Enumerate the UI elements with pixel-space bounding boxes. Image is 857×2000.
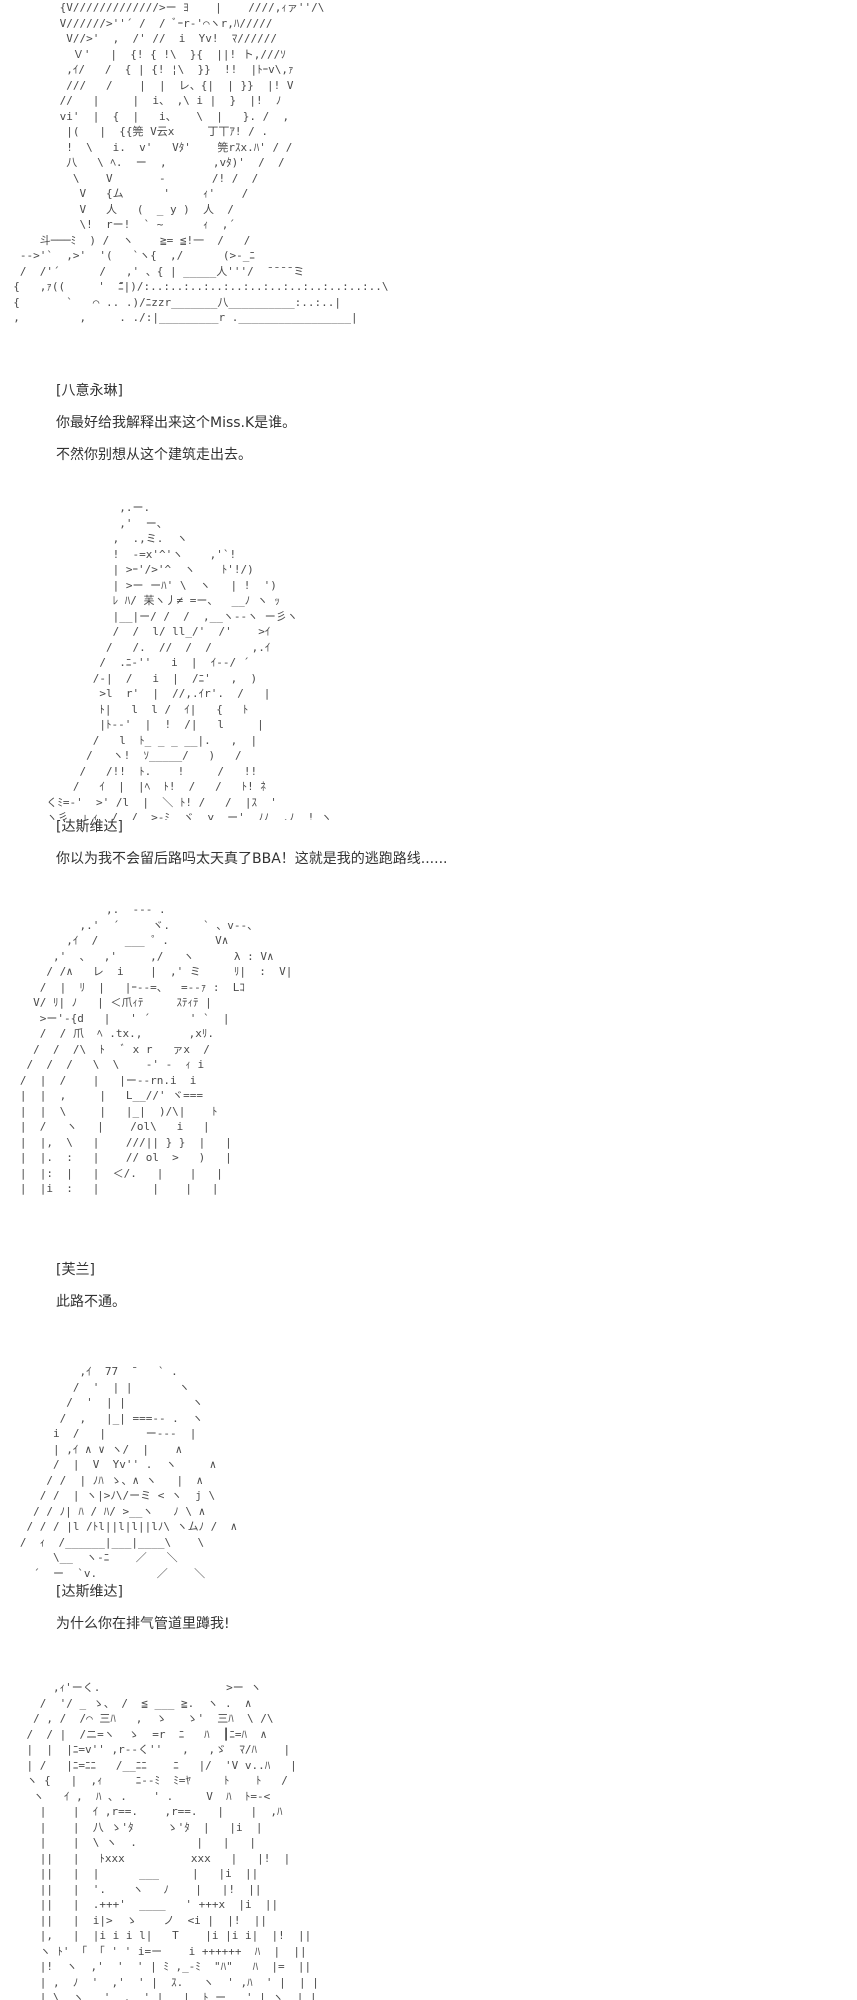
speaker-label: [达斯维达] — [56, 819, 123, 835]
dialogue-line: 你最好给我解释出来这个Miss.K是谁。 — [56, 415, 297, 431]
ascii-art-dasweida-1: ,.ー. ,' ー、 , .,ミ. ヽ ! -=x'^'ヽ ,'`! | >ｰ'… — [46, 501, 332, 820]
ascii-art-yagokoro-eirin: {V/////////////>ー ﾖ | ////,ｨァ''/\ V/////… — [13, 1, 389, 324]
dialogue-block-3: [芙兰] 此路不通。 — [56, 1259, 836, 1323]
dialogue-line: 为什么你在排气管道里蹲我! — [56, 1616, 230, 1632]
dialogue-block-4: [达斯维达] 为什么你在排气管道里蹲我! — [56, 1581, 836, 1645]
ascii-art-dasweida-2: ,ｲ 77 ̄ ` . / ' | | ヽ / ' | | ヽ / , |_| … — [19, 1365, 238, 1580]
dialogue-line: 你以为我不会留后路吗太天真了BBA！这就是我的逃跑路线...... — [56, 851, 448, 867]
ascii-art-flandre: ,. --- . ,.' ´ ヾ. ` 、v--、 ,ｲ / ___ ゜. V∧… — [19, 903, 293, 1195]
dialogue-line: 此路不通。 — [56, 1294, 126, 1310]
ascii-art-last: ,ｨ'ーく. >ー ヽ / '/ _ ゝ、 / ≦ ___ ≧. ヽ . ∧ /… — [26, 1681, 319, 2000]
speaker-label: [达斯维达] — [56, 1584, 123, 1600]
dialogue-block-2: [达斯维达] 你以为我不会留后路吗太天真了BBA！这就是我的逃跑路线...... — [56, 816, 836, 880]
dialogue-line: 不然你别想从这个建筑走出去。 — [56, 447, 252, 463]
speaker-label: [芙兰] — [56, 1262, 95, 1278]
dialogue-block-1: [八意永琳] 你最好给我解释出来这个Miss.K是谁。 不然你别想从这个建筑走出… — [56, 380, 836, 476]
speaker-label: [八意永琳] — [56, 383, 123, 399]
